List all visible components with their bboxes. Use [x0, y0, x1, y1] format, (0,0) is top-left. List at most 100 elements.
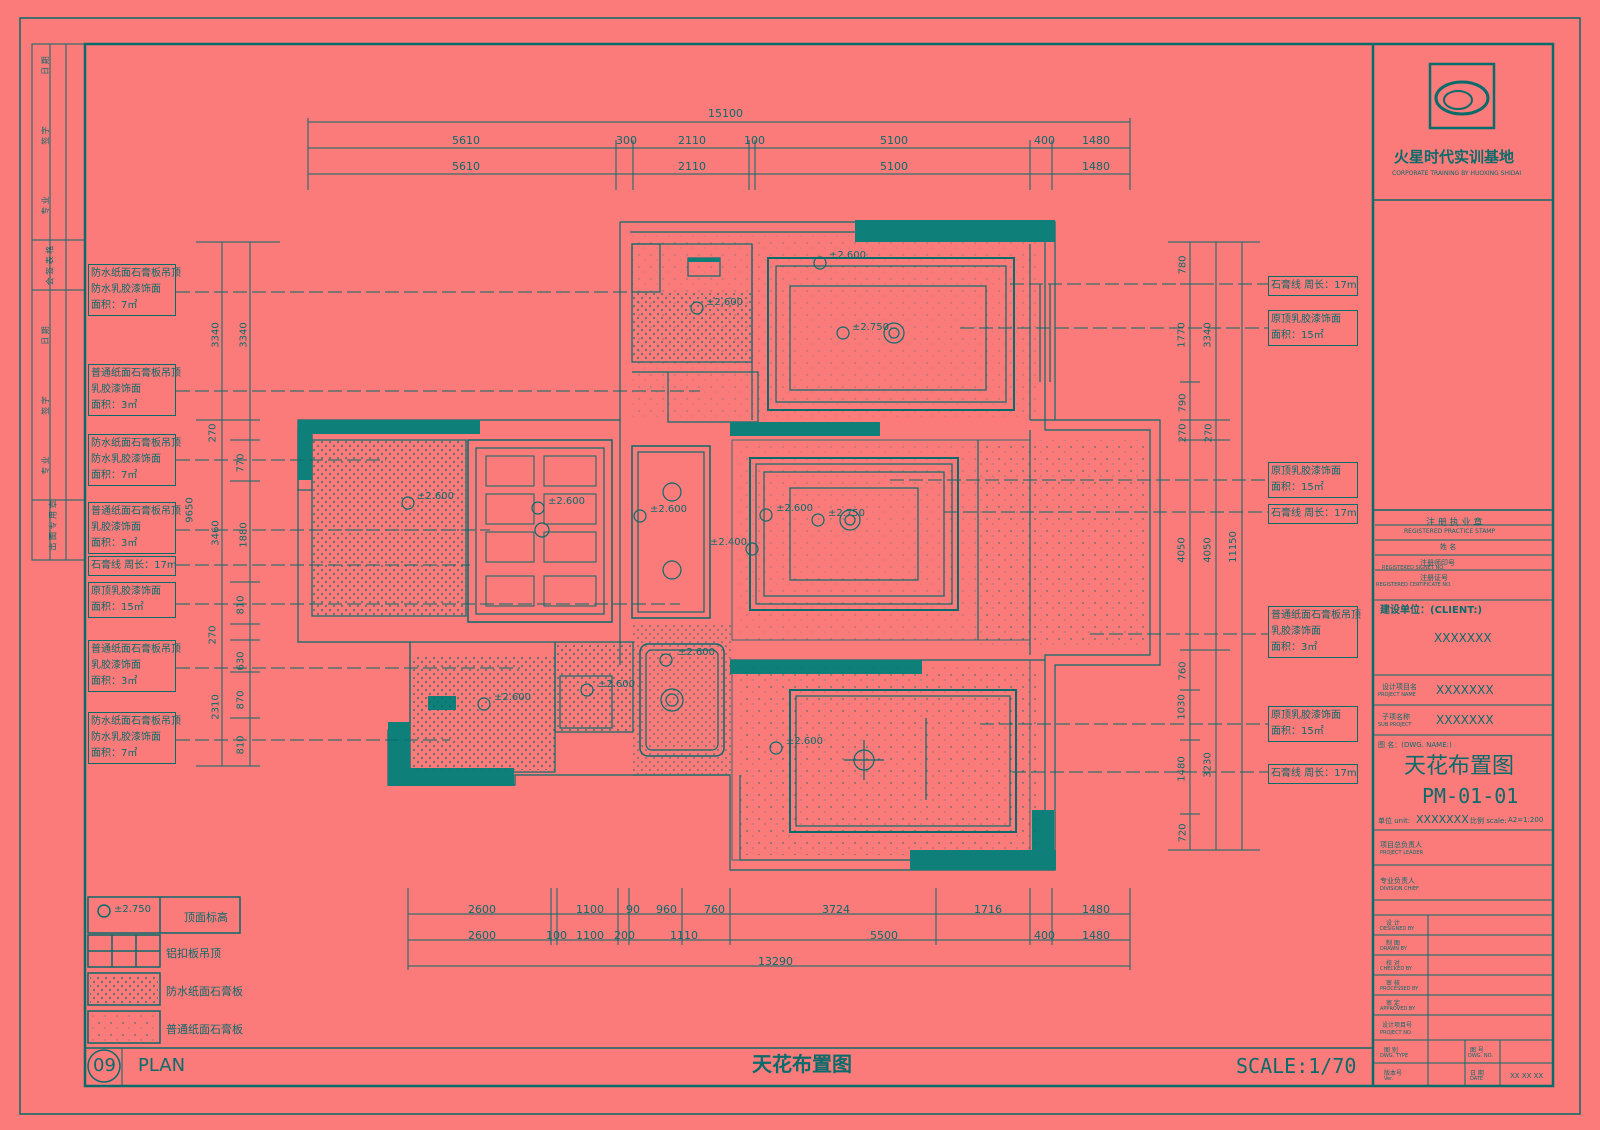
callout-text: 面积：15㎡	[1271, 482, 1324, 493]
dim-bottom-8: 1480	[1082, 903, 1110, 916]
callout-text: 面积：15㎡	[1271, 330, 1324, 341]
leader-label: 项目总负责人	[1380, 841, 1422, 849]
dwg-no-label-en: DWG. NO.	[1468, 1053, 1493, 1059]
height-label-10: ±2.600	[678, 647, 716, 658]
strip-label: 日 期	[40, 326, 50, 345]
dwg-name: 天花布置图	[1404, 754, 1515, 779]
callout-right-2: 原顶乳胶漆饰面 面积：15㎡	[1268, 310, 1358, 346]
dim-left-outer-2: 9650	[184, 497, 196, 523]
callout-text: 普通纸面石膏板吊顶	[91, 368, 181, 379]
role-processed-en: PROCESSED BY	[1380, 986, 1419, 992]
dim-left-inner-8: 870	[235, 690, 247, 710]
callout-text: 防水乳胶漆饰面	[91, 454, 161, 465]
height-label-8: ±2.750	[828, 508, 866, 519]
dim-bottom-r2-1: 2600	[468, 929, 496, 942]
callout-right-5: 普通纸面石膏板吊顶 乳胶漆饰面 面积：3㎡	[1268, 606, 1361, 658]
callout-text: 防水乳胶漆饰面	[91, 732, 161, 743]
unit-label: 单位 unit:	[1378, 817, 1411, 825]
right-leaders	[890, 283, 1268, 773]
dim-bottom-r2-8: 1480	[1082, 929, 1110, 942]
dwg-number: PM-01-01	[1422, 784, 1519, 808]
role-processed: 审 核	[1386, 980, 1400, 987]
chief-label-en: DIVISION CHIEF	[1380, 886, 1419, 892]
role-checked: 校 对	[1386, 960, 1400, 967]
callout-text: 防水纸面石膏板吊顶	[91, 268, 181, 279]
strip-label: 日 期	[40, 56, 50, 75]
cert-label-en: REGISTERED CERTIFICATE NO.	[1376, 582, 1452, 588]
callout-text: 面积：15㎡	[91, 602, 144, 613]
view-number: 09	[93, 1055, 116, 1076]
callout-text: 面积：7㎡	[91, 470, 138, 481]
dim-right-9: 720	[1177, 823, 1189, 843]
callout-text: 面积：7㎡	[91, 300, 138, 311]
dim-bottom-r2-2: 100	[546, 929, 567, 942]
subproject-value: XXXXXXX	[1436, 713, 1494, 727]
callout-left-4: 普通纸面石膏板吊顶 乳胶漆饰面 面积：3㎡	[88, 502, 181, 554]
dim-top-total: 15100	[708, 107, 743, 120]
role-approved: 审 定	[1386, 1000, 1400, 1007]
dim-right-5: 4050	[1176, 537, 1188, 563]
callout-text: 面积：7㎡	[91, 748, 138, 759]
legend-label-gypsum: 普通纸面石膏板	[166, 1023, 243, 1036]
dim-left-outer2-2: 2310	[210, 694, 222, 720]
subproject-label: 子项名称	[1382, 713, 1410, 721]
dim-right-mid-4: 3230	[1202, 752, 1214, 778]
height-markers	[401, 256, 850, 755]
callout-left-1: 防水纸面石膏板吊顶 防水乳胶漆饰面 面积：7㎡	[88, 264, 181, 316]
company-name-en: CORPORATE TRAINING BY HUOXING SHIDAI	[1392, 170, 1522, 177]
dim-left-inner-9: 810	[235, 735, 247, 755]
strip-label: 签 字	[40, 126, 50, 145]
outer-frame	[19, 17, 1581, 1115]
bottom-dimensions	[407, 888, 1131, 970]
reg-label-en: REGISTERED SIGNET NO.	[1382, 565, 1445, 571]
dim-right-8: 1480	[1176, 756, 1188, 782]
dim-left-inner-4: 1880	[238, 522, 250, 548]
role-checked-en: CHECKED BY	[1380, 966, 1412, 972]
dim-left-inner-7: 630	[235, 651, 247, 671]
callout-left-3: 防水纸面石膏板吊顶 防水乳胶漆饰面 面积：7㎡	[88, 434, 181, 486]
height-label-2: ±2.600	[706, 297, 744, 308]
callout-left-2: 普通纸面石膏板吊顶 乳胶漆饰面 面积：3㎡	[88, 364, 181, 416]
dim-left-inner-5: 810	[235, 595, 247, 615]
dim-left-inner-3: 770	[235, 453, 247, 473]
dim-right-mid-3: 4050	[1202, 537, 1214, 563]
height-label-13: ±2.600	[786, 736, 824, 747]
left-strip	[31, 43, 86, 561]
dim-left-inner-2: 270	[207, 423, 219, 443]
dim-bottom-1: 2600	[468, 903, 496, 916]
dim-bottom-4: 960	[656, 903, 677, 916]
callout-text: 原顶乳胶漆饰面	[1271, 466, 1341, 477]
callout-text: 防水乳胶漆饰面	[91, 284, 161, 295]
dwg-type-label: 图 别	[1384, 1047, 1398, 1054]
dim-left-inner-1: 3340	[238, 322, 250, 348]
dim-top-2: 300	[616, 134, 637, 147]
callout-text: 普通纸面石膏板吊顶	[1271, 610, 1361, 621]
dim-bottom-r2-5: 1110	[670, 929, 698, 942]
dim-top-r2-3: 5100	[880, 160, 908, 173]
top-dimensions	[307, 118, 1131, 190]
dim-bottom-r2-4: 200	[614, 929, 635, 942]
version-label-en: Ver.	[1384, 1076, 1394, 1082]
dim-bottom-r2-7: 400	[1034, 929, 1055, 942]
callout-left-7: 普通纸面石膏板吊顶 乳胶漆饰面 面积：3㎡	[88, 640, 181, 692]
height-label-9: ±2.400	[710, 537, 748, 548]
callout-text: 面积：15㎡	[1271, 726, 1324, 737]
callout-text: 面积：3㎡	[1271, 642, 1318, 653]
dwg-no-label: 图 号	[1470, 1047, 1484, 1054]
dim-bottom-3: 90	[626, 903, 640, 916]
leader-label-en: PROJECT LEADER	[1380, 850, 1424, 856]
callout-right-6: 原顶乳胶漆饰面 面积：15㎡	[1268, 706, 1358, 742]
height-label-4: ±2.600	[417, 491, 455, 502]
legend-label-ceiling-height: 顶面标高	[184, 911, 228, 924]
role-designed: 设 计	[1386, 920, 1400, 927]
project-name-label-en: PROJECT NAME	[1378, 692, 1416, 698]
dim-right-mid-1: 3340	[1202, 322, 1214, 348]
role-designed-en: DESIGNED BY	[1380, 926, 1415, 932]
dim-right-7: 1030	[1176, 694, 1188, 720]
legend-label-aluminum: 铝扣板吊顶	[166, 947, 221, 960]
stamp-title: 注 册 执 业 章	[1426, 518, 1483, 528]
dim-bottom-2: 1100	[576, 903, 604, 916]
height-label-11: ±2.600	[598, 679, 636, 690]
date-label-en: DATE	[1470, 1076, 1484, 1082]
height-label-1: ±2.600	[829, 250, 867, 261]
